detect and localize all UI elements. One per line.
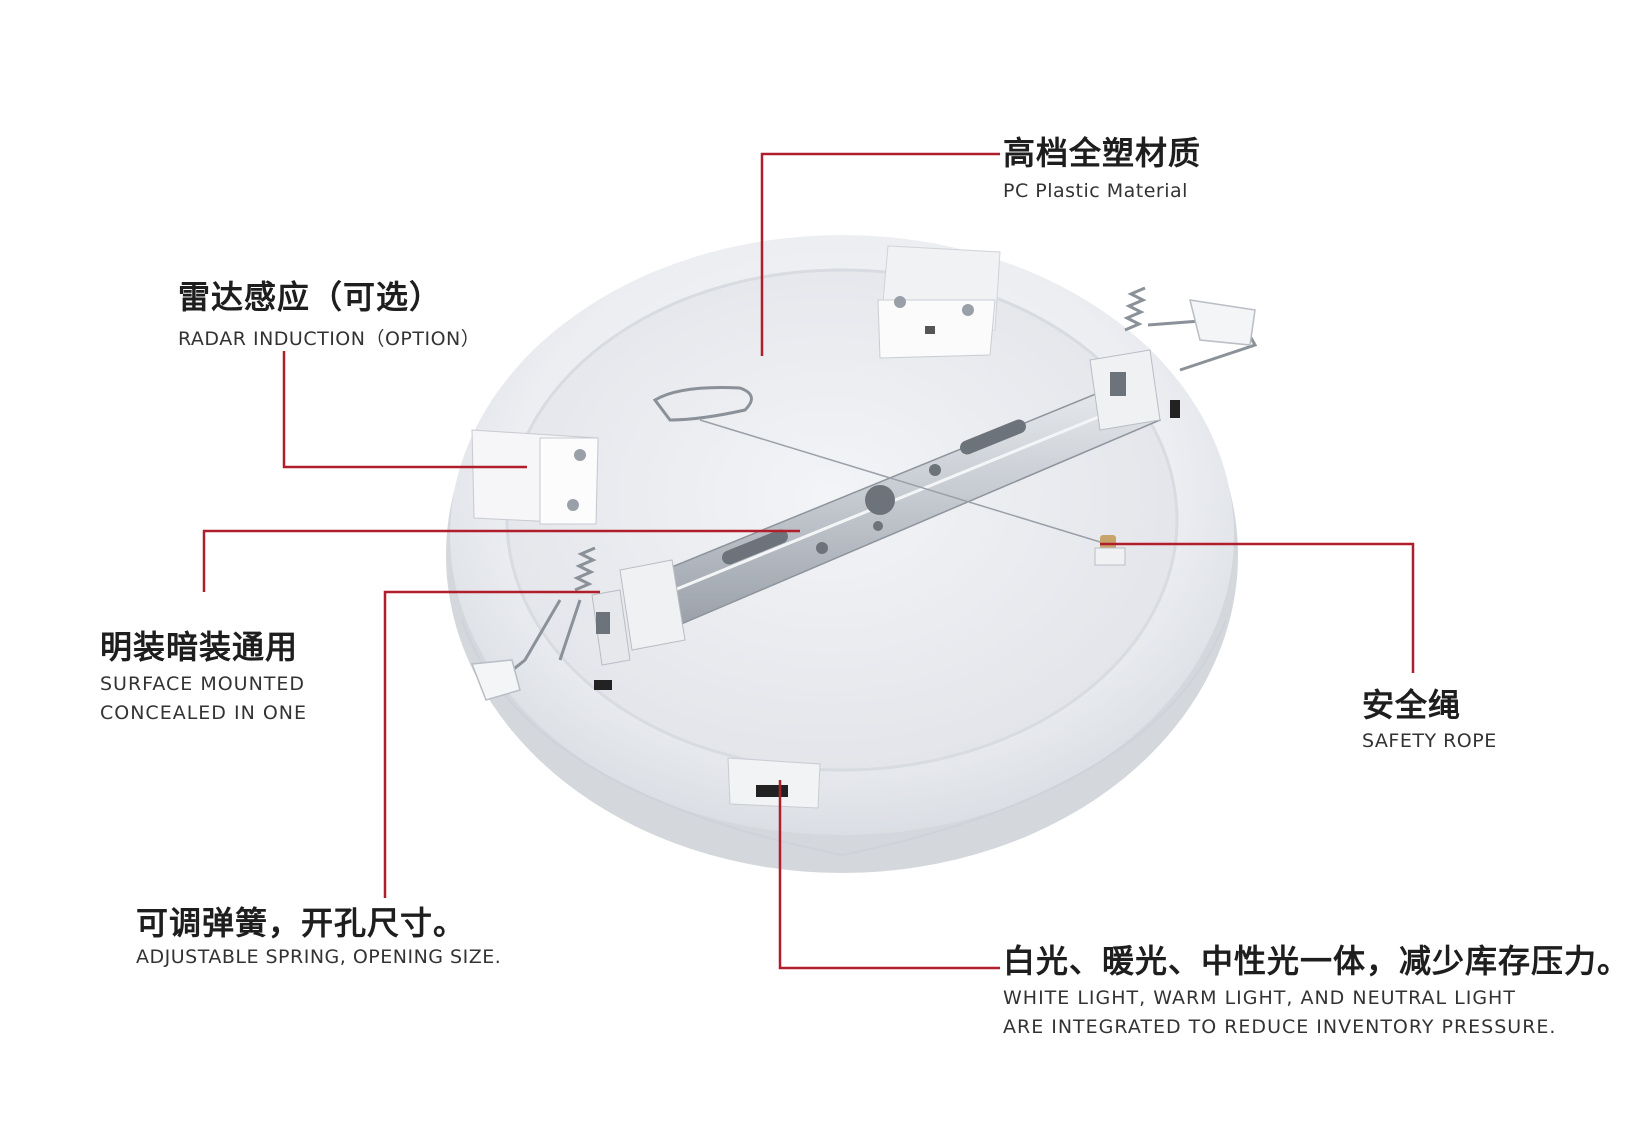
callout-surface-en-1: SURFACE MOUNTED: [100, 673, 306, 695]
callout-light-en-2: ARE INTEGRATED TO REDUCE INVENTORY PRESS…: [1003, 1016, 1557, 1038]
callout-line-pc-plastic: [760, 152, 1000, 356]
callout-radar-zh: 雷达感应（可选）: [178, 278, 443, 316]
callout-light-zh: 白光、暖光、中性光一体，减少库存压力。: [1003, 942, 1631, 980]
callout-safety-rope-zh: 安全绳: [1362, 686, 1462, 724]
spring-clip-icon: [470, 286, 1258, 701]
callout-spring-zh: 可调弹簧，开孔尺寸。: [136, 904, 467, 942]
callout-surface-en-2: CONCEALED IN ONE: [100, 702, 307, 724]
callout-pc-plastic: 高档全塑材质 PC Plastic Material: [1003, 128, 1201, 202]
callout-surface-zh: 明装暗装通用: [100, 628, 299, 666]
callout-safety-rope-en: SAFETY ROPE: [1362, 730, 1497, 752]
callout-line-light: [778, 780, 1000, 970]
callout-lines: [202, 152, 1415, 970]
callout-radar: 雷达感应（可选） RADAR INDUCTION（OPTION）: [178, 272, 480, 351]
callout-light-en-1: WHITE LIGHT, WARM LIGHT, AND NEUTRAL LIG…: [1003, 987, 1516, 1009]
callout-line-surface: [202, 529, 800, 592]
callout-light: 白光、暖光、中性光一体，减少库存压力。 WHITE LIGHT, WARM LI…: [1003, 936, 1630, 1042]
callout-radar-en: RADAR INDUCTION（OPTION）: [178, 328, 481, 350]
callout-line-spring: [383, 590, 600, 898]
callout-line-safety-rope: [1100, 542, 1415, 673]
callout-spring-en: ADJUSTABLE SPRING, OPENING SIZE.: [136, 946, 502, 968]
callout-surface: 明装暗装通用 SURFACE MOUNTED CONCEALED IN ONE: [100, 622, 307, 728]
mounting-bracket-icon: [591, 349, 1162, 666]
callout-safety-rope: 安全绳 SAFETY ROPE: [1362, 680, 1497, 752]
callout-pc-plastic-en: PC Plastic Material: [1003, 180, 1188, 202]
callout-pc-plastic-zh: 高档全塑材质: [1003, 134, 1202, 172]
callout-line-radar: [282, 351, 527, 469]
callout-spring: 可调弹簧，开孔尺寸。 ADJUSTABLE SPRING, OPENING SI…: [136, 898, 501, 968]
